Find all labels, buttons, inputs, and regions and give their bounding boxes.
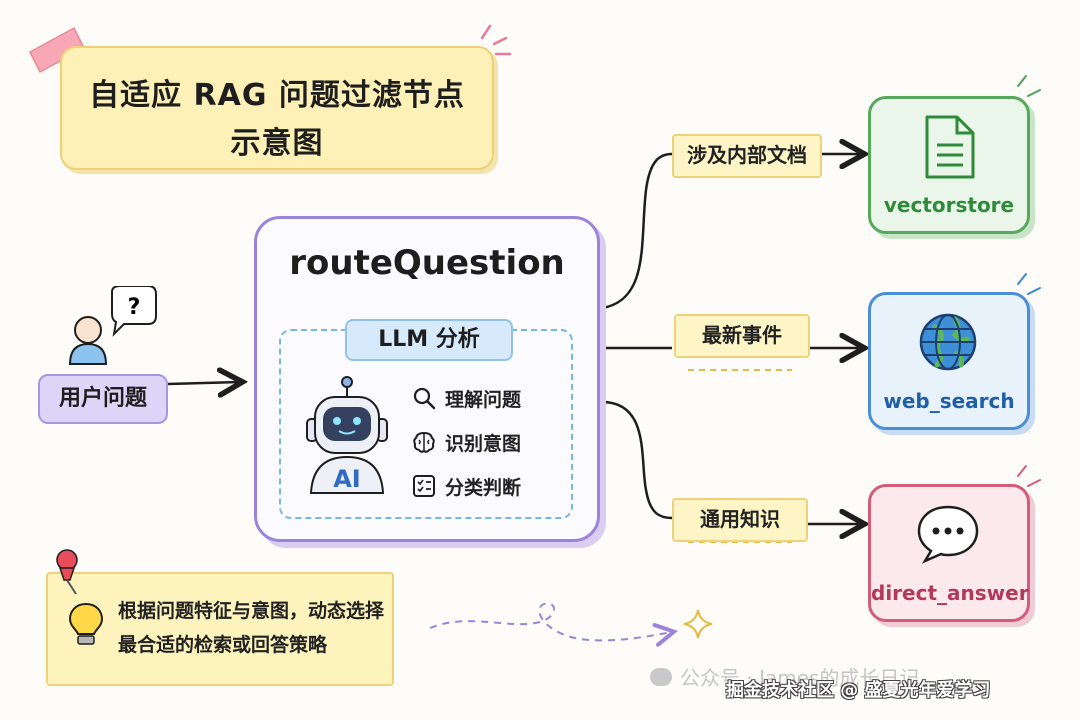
title-line-2: 示意图 [230,126,324,161]
route-node-title: routeQuestion [289,243,565,283]
robot: AI [301,375,393,495]
note-line-1: 根据问题特征与意图，动态选择 [118,600,385,622]
arrow-user-to-route [167,382,240,384]
step-understand: 理解问题 [411,383,521,413]
title-line-1: 自适应 RAG 问题过滤节点 [89,78,465,113]
vectorstore-label: vectorstore [883,193,1015,217]
dashed-flow-arrow [429,602,672,640]
web-search-label: web_search [883,389,1015,413]
user-icon: ? [68,285,157,365]
step-classify: 分类判断 [411,471,521,501]
step-label: 理解问题 [445,388,522,411]
sparkle-icon [683,609,713,639]
magnifier-icon [413,387,436,410]
svg-text:?: ? [128,295,141,320]
vectorstore-card: vectorstore [868,96,1030,234]
title-card: 自适应 RAG 问题过滤节点 示意图 [60,46,494,170]
wechat-watermark: 公众号 · James的成长日记 [650,662,919,691]
lightbulb-icon [68,602,104,645]
direct-answer-label: direct_answer [871,581,1029,605]
route-label-general-knowledge: 通用知识 [672,498,808,542]
step-label: 分类判断 [445,476,522,499]
globe-icon [919,313,977,371]
robot-badge: AI [333,465,361,493]
pushpin-icon [56,549,78,595]
juejin-watermark: 掘金技术社区 @ 盛夏光年爱学习 [726,680,991,701]
branch-vectorstore [601,152,673,310]
web-search-card: web_search [868,292,1030,430]
wechat-watermark-text: 公众号 · James的成长日记 [680,666,920,690]
wechat-icon [650,667,672,686]
route-label-internal-docs: 涉及内部文档 [672,134,822,178]
chat-bubble-icon [917,505,979,564]
user-figure: ? [64,285,164,366]
direct-answer-card: direct_answer [868,484,1030,622]
llm-analysis-label: LLM 分析 [345,319,513,361]
document-icon [925,115,975,179]
strategy-note: 根据问题特征与意图，动态选择 最合适的检索或回答策略 [46,572,394,686]
robot-icon [306,376,388,494]
route-label-latest-events: 最新事件 [674,314,810,358]
step-intent: 识别意图 [411,427,521,457]
note-line-2: 最合适的检索或回答策略 [118,634,328,656]
route-question-node: routeQuestion LLM 分析 AI 理解问题 识别意图 [254,216,600,542]
list-icon [413,475,435,497]
brain-icon [413,431,435,453]
user-question-box: 用户问题 [38,374,168,424]
step-label: 识别意图 [445,432,522,455]
branch-direct [601,400,673,520]
